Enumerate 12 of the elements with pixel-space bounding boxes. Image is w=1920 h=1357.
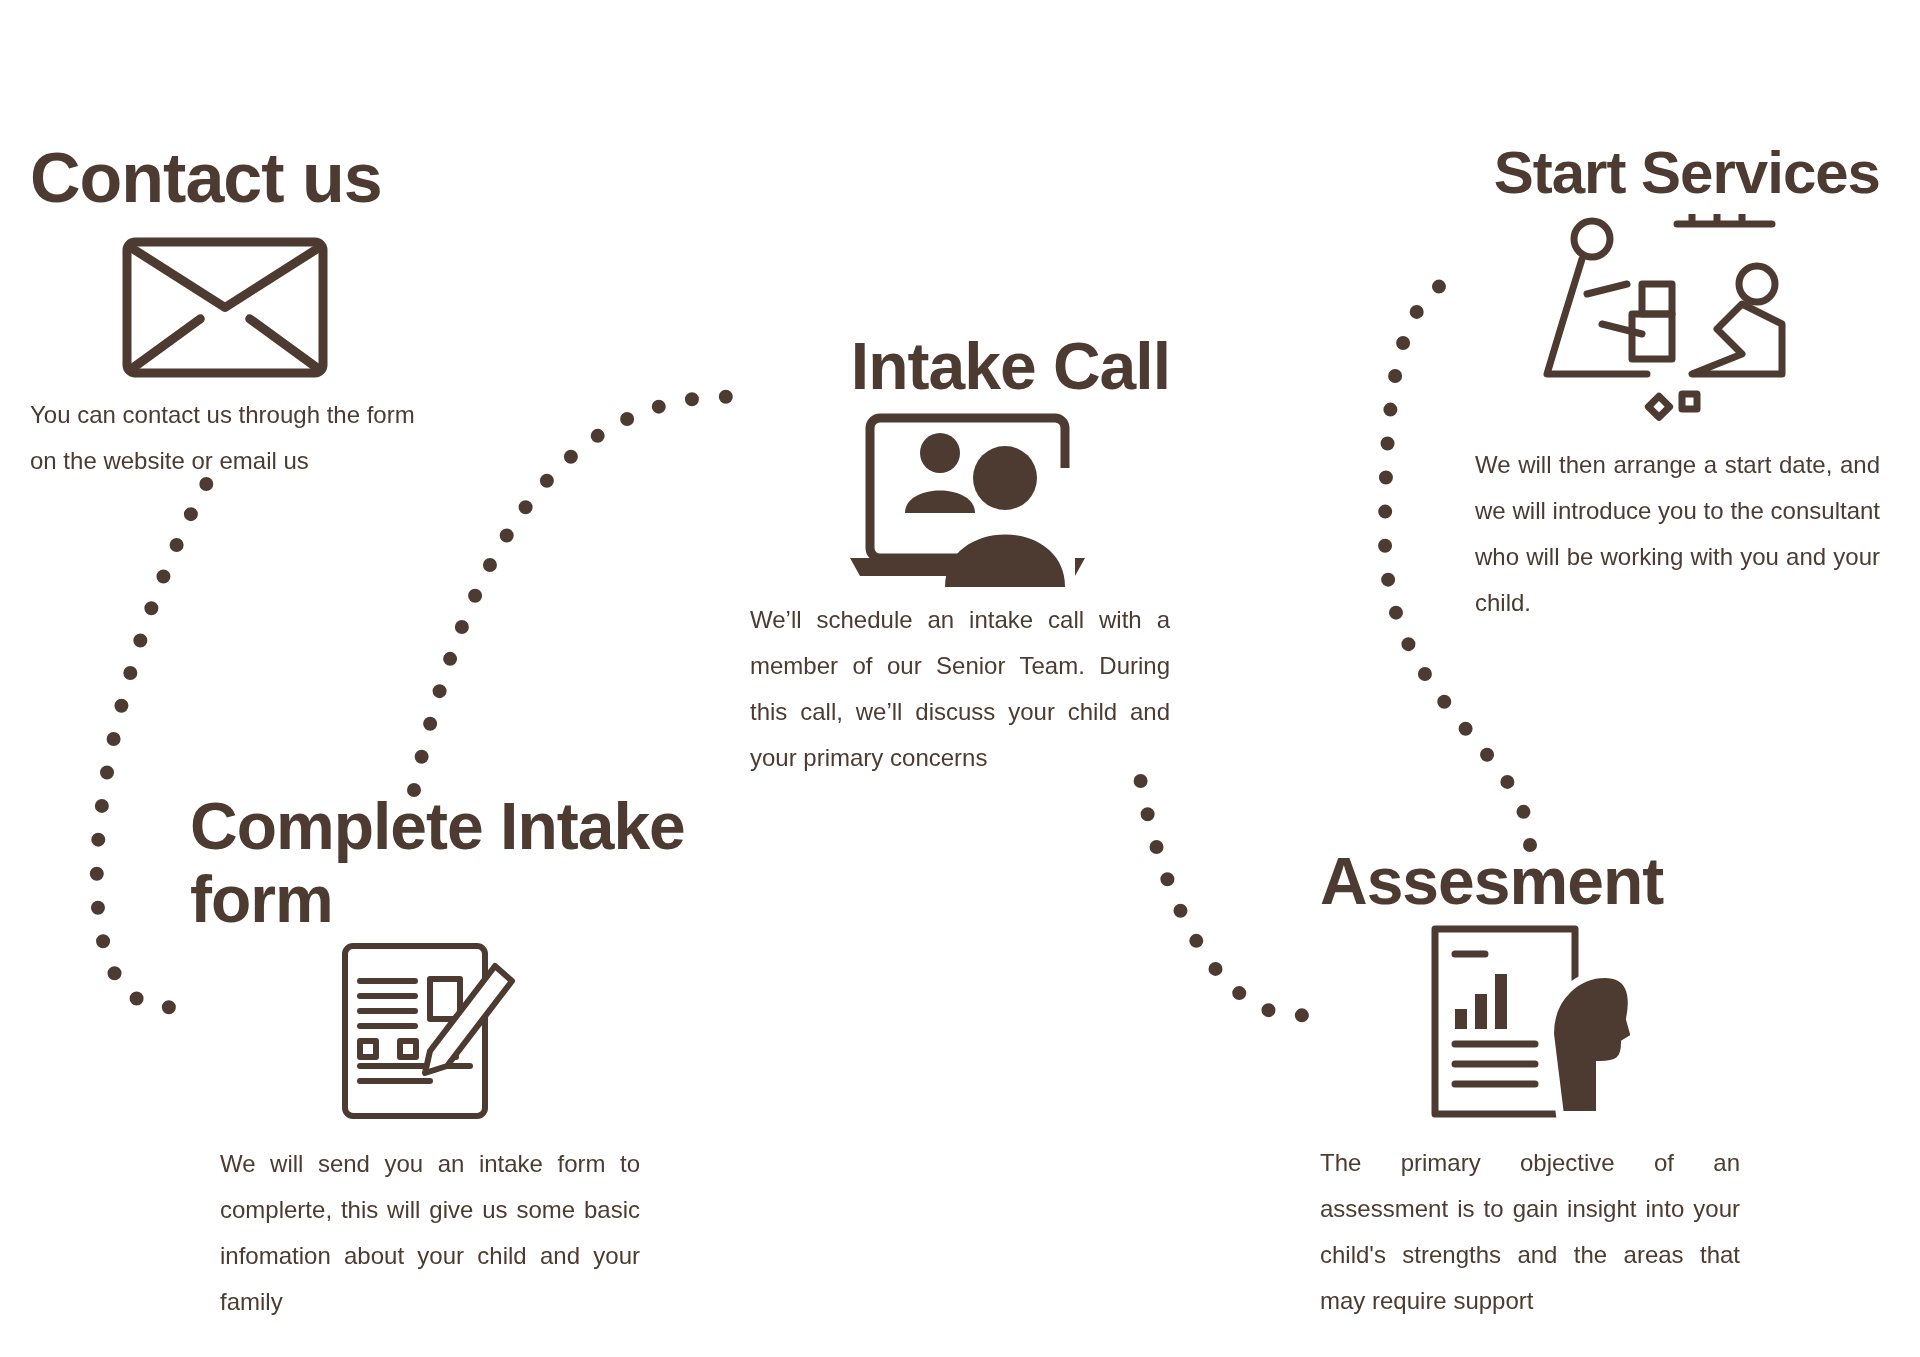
step-description: The primary objective of an assessment is to gain insight into your child's strengths and the areas that may require support — [1320, 1147, 1740, 1316]
dotted-path — [1378, 278, 1537, 852]
step-heading: Assesment — [1320, 845, 1664, 918]
step-description: You can contact us through the form on the website or email us — [30, 400, 416, 476]
step-description: We will then arrange a start date, and we will introduce you to the consultant who will be working with you and your child. — [1475, 450, 1880, 618]
dotted-path — [90, 477, 214, 1014]
step-description: We’ll schedule an intake call with a member of our Senior Team. During this call, we’ll discuss your child and your primary concerns — [750, 604, 1170, 773]
step-heading: Intake Call — [850, 330, 1170, 403]
step-description: We will send you an intake form to complerte, this will give us some basic infomation about your child and your family — [220, 1149, 640, 1318]
step-heading: Contact us — [30, 140, 382, 217]
step-heading: Start Services — [1493, 140, 1880, 206]
step-heading: Complete Intake form — [190, 790, 686, 936]
